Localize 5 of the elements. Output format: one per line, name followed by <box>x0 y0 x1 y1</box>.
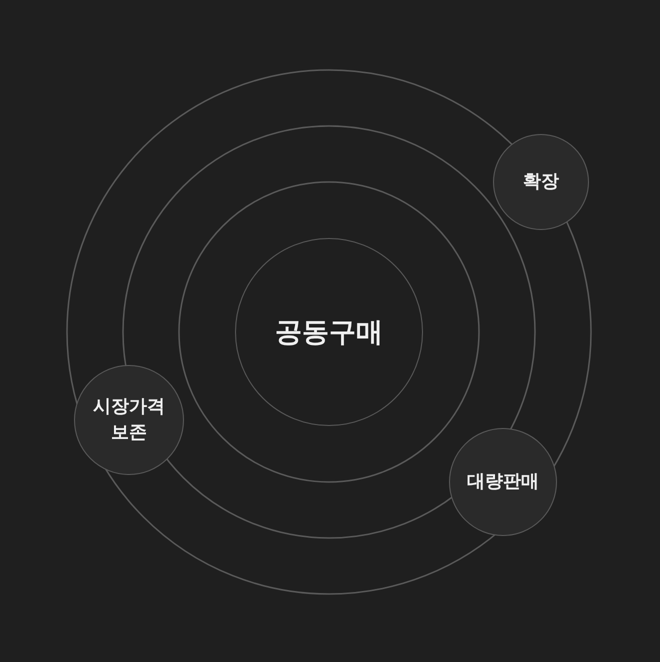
node-label: 공동구매 <box>275 316 383 350</box>
node-label: 확장 <box>523 170 559 194</box>
node-label: 대량판매 <box>467 470 539 494</box>
circle-node <box>235 238 423 426</box>
node-label: 시장가격 보존 <box>92 395 166 445</box>
